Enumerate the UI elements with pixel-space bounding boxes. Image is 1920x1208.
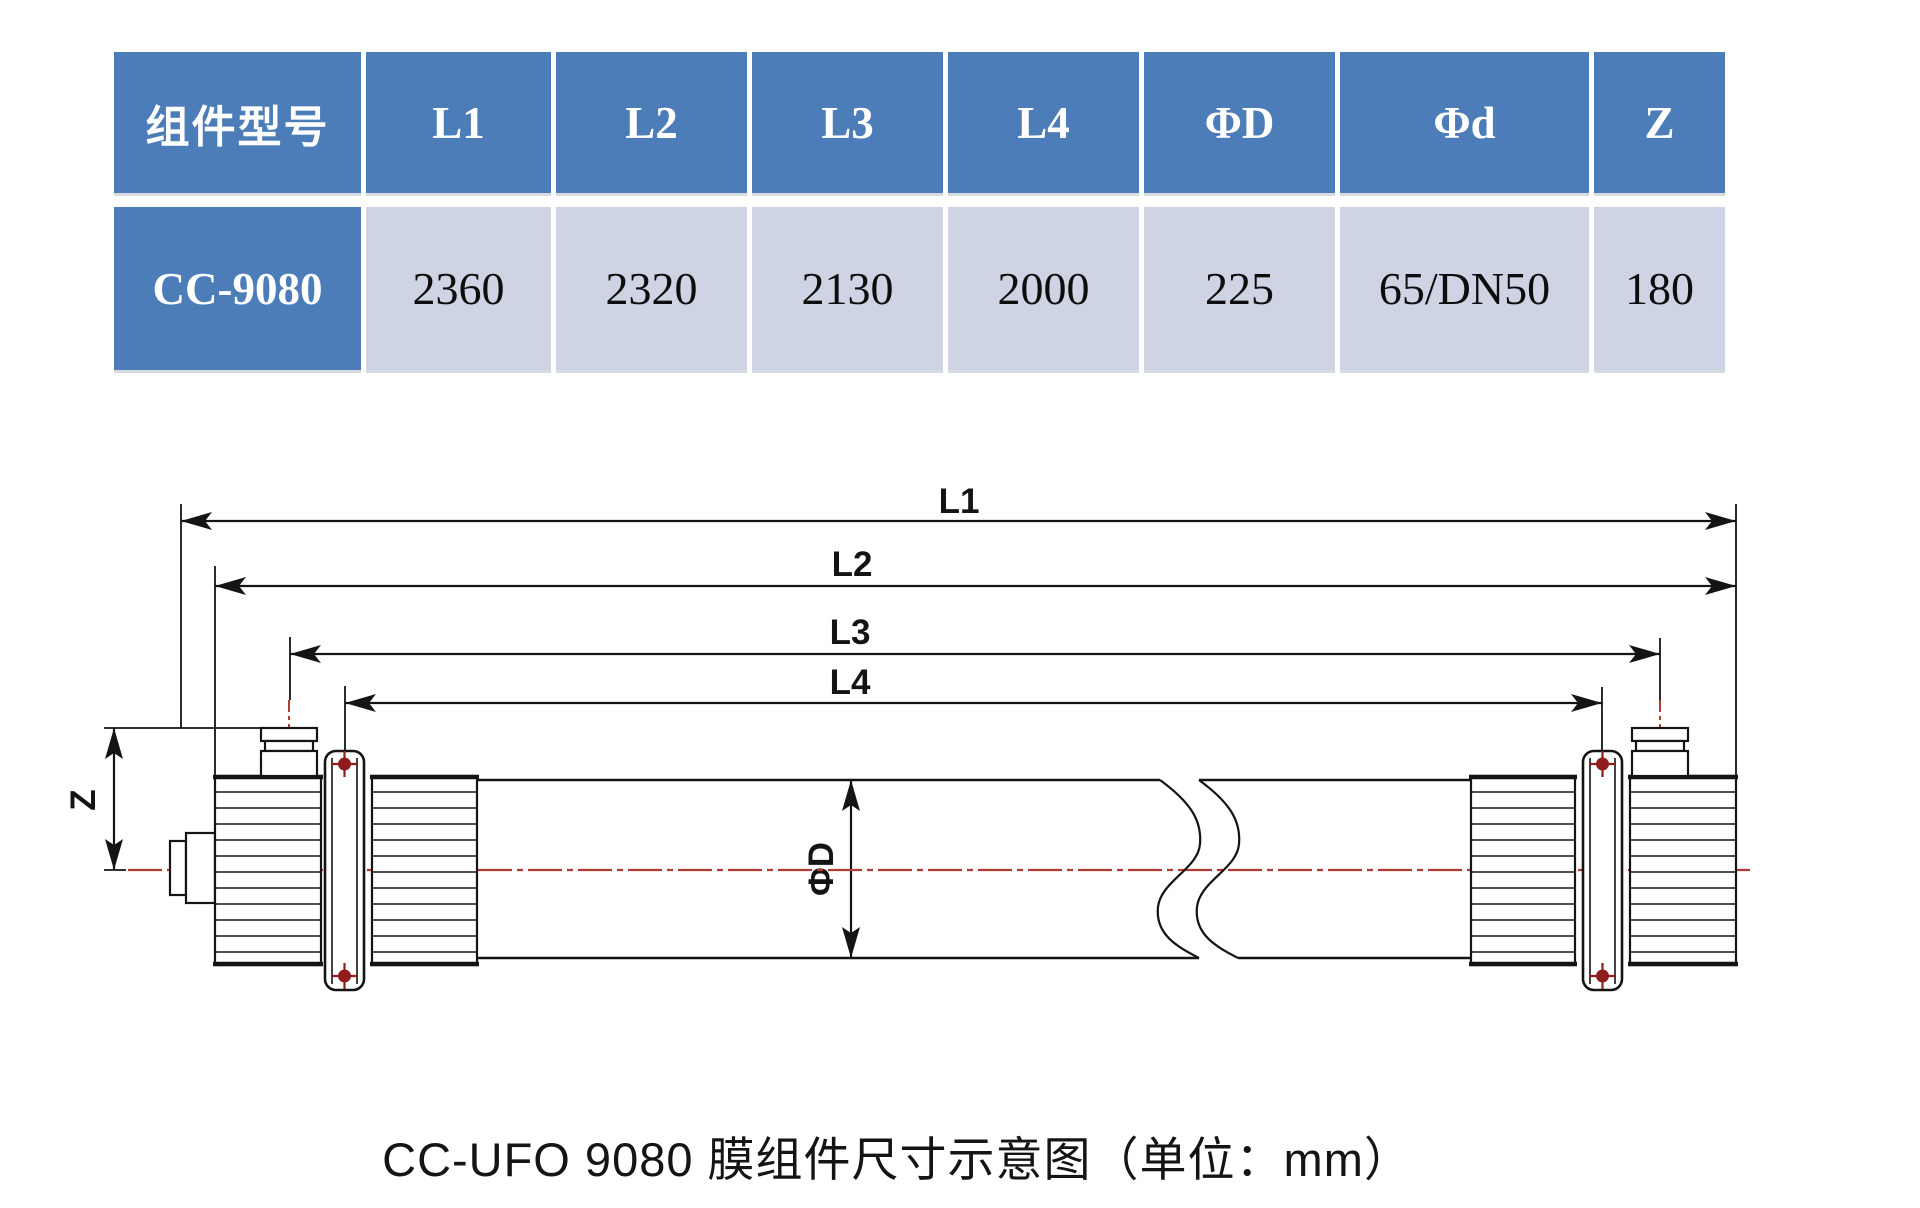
- cell-model: CC-9080: [114, 207, 361, 370]
- dimension-diagram: Z ΦD: [64, 482, 1750, 992]
- column-header-z: Z: [1594, 52, 1725, 193]
- cell-l2: 2320: [556, 207, 747, 370]
- cell-phiD: 225: [1144, 207, 1335, 370]
- shell: [477, 778, 1471, 960]
- module-left-end: [168, 726, 323, 967]
- cell-z: 180: [1594, 207, 1725, 370]
- cell-l1: 2360: [366, 207, 551, 370]
- dimension-labels: L1 L2 L3 L4: [830, 482, 980, 702]
- l3-label: L3: [830, 613, 871, 652]
- column-header-phid: Φd: [1340, 52, 1589, 193]
- cell-phid: 65/DN50: [1340, 207, 1589, 370]
- z-dimension: Z: [64, 728, 123, 870]
- cell-l3: 2130: [752, 207, 943, 370]
- break-curve: [1195, 779, 1241, 959]
- z-label: Z: [64, 789, 103, 810]
- diagram-caption: CC-UFO 9080 膜组件尺寸示意图（单位：mm）: [382, 1133, 1412, 1186]
- column-header-phiD: ΦD: [1144, 52, 1335, 193]
- clamp-right: [1581, 749, 1624, 992]
- l4-label: L4: [830, 663, 871, 702]
- cell-l4: 2000: [948, 207, 1139, 370]
- column-header-l2: L2: [556, 52, 747, 193]
- column-header-l1: L1: [366, 52, 551, 193]
- column-header-l3: L3: [752, 52, 943, 193]
- adapter-right: [1469, 774, 1577, 967]
- spec-table: 组件型号 L1 L2 L3 L4 ΦD Φd Z CC-9080 2360 23…: [114, 52, 1725, 370]
- adapter-left: [370, 774, 479, 967]
- column-header-l4: L4: [948, 52, 1139, 193]
- column-header-model: 组件型号: [114, 52, 361, 193]
- extension-lines: [104, 504, 1737, 871]
- module-right-end: [1628, 726, 1738, 967]
- clamp-left: [323, 749, 366, 992]
- break-curve: [1156, 779, 1202, 959]
- l1-label: L1: [939, 482, 980, 521]
- dimension-lines: [181, 512, 1736, 712]
- l2-label: L2: [832, 545, 873, 584]
